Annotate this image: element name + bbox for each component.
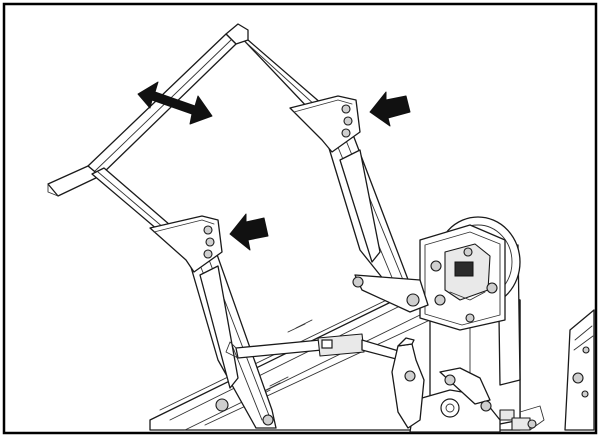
u-handle-frame (47, 23, 323, 231)
pointer-arrow-icon (369, 91, 411, 127)
double-headed-arrow-icon (137, 81, 213, 125)
right-support-bracket (289, 95, 429, 313)
pulley-gearbox (419, 216, 521, 331)
pointer-arrow-icon (229, 213, 269, 251)
drive-linkage (409, 309, 595, 433)
left-support-bracket (149, 215, 277, 429)
control-rod (225, 333, 425, 429)
